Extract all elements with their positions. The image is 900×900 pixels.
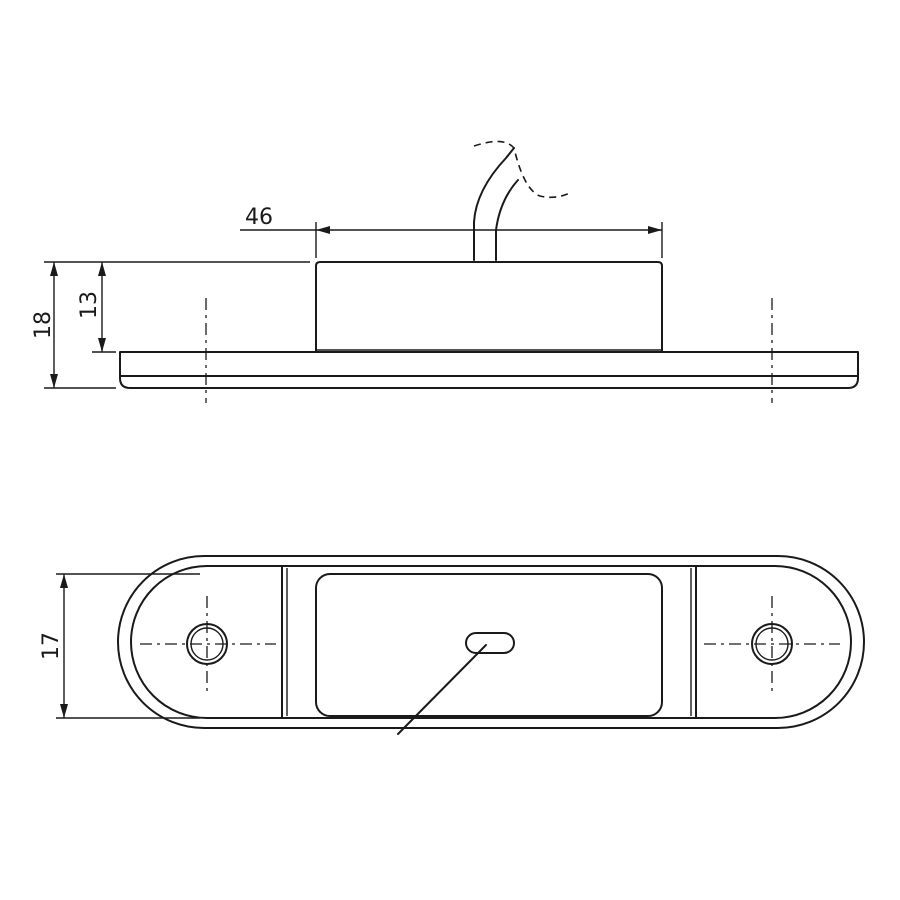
plan-right-screw-hole: [704, 596, 840, 694]
dimension-total-height: 18: [31, 261, 310, 389]
plan-left-screw-hole: [140, 596, 276, 694]
side-base-plate: [119, 351, 859, 389]
dimension-total-height-label: 18: [31, 311, 56, 339]
side-magnet-body: [315, 261, 663, 353]
plan-view: 17: [39, 555, 865, 735]
cable: [473, 147, 515, 261]
dimension-width-label: 46: [245, 205, 273, 230]
cable-edge: [495, 179, 519, 261]
dimension-body-height-label: 13: [77, 291, 102, 319]
plan-magnet-face: [315, 573, 663, 717]
cable-exit-leader: [397, 644, 487, 735]
plan-outer-outline: [117, 555, 865, 729]
dimension-width: 46: [240, 205, 663, 258]
cable-exit-slot: [465, 632, 515, 654]
dimension-body-height: 13: [77, 262, 116, 353]
dimension-plan-width-label: 17: [39, 632, 64, 660]
cable-continuation-hidden: [473, 140, 573, 199]
dimension-plan-width: 17: [39, 573, 200, 719]
plan-inner-outline: [130, 565, 852, 719]
side-view: 46 18 13: [31, 140, 859, 403]
